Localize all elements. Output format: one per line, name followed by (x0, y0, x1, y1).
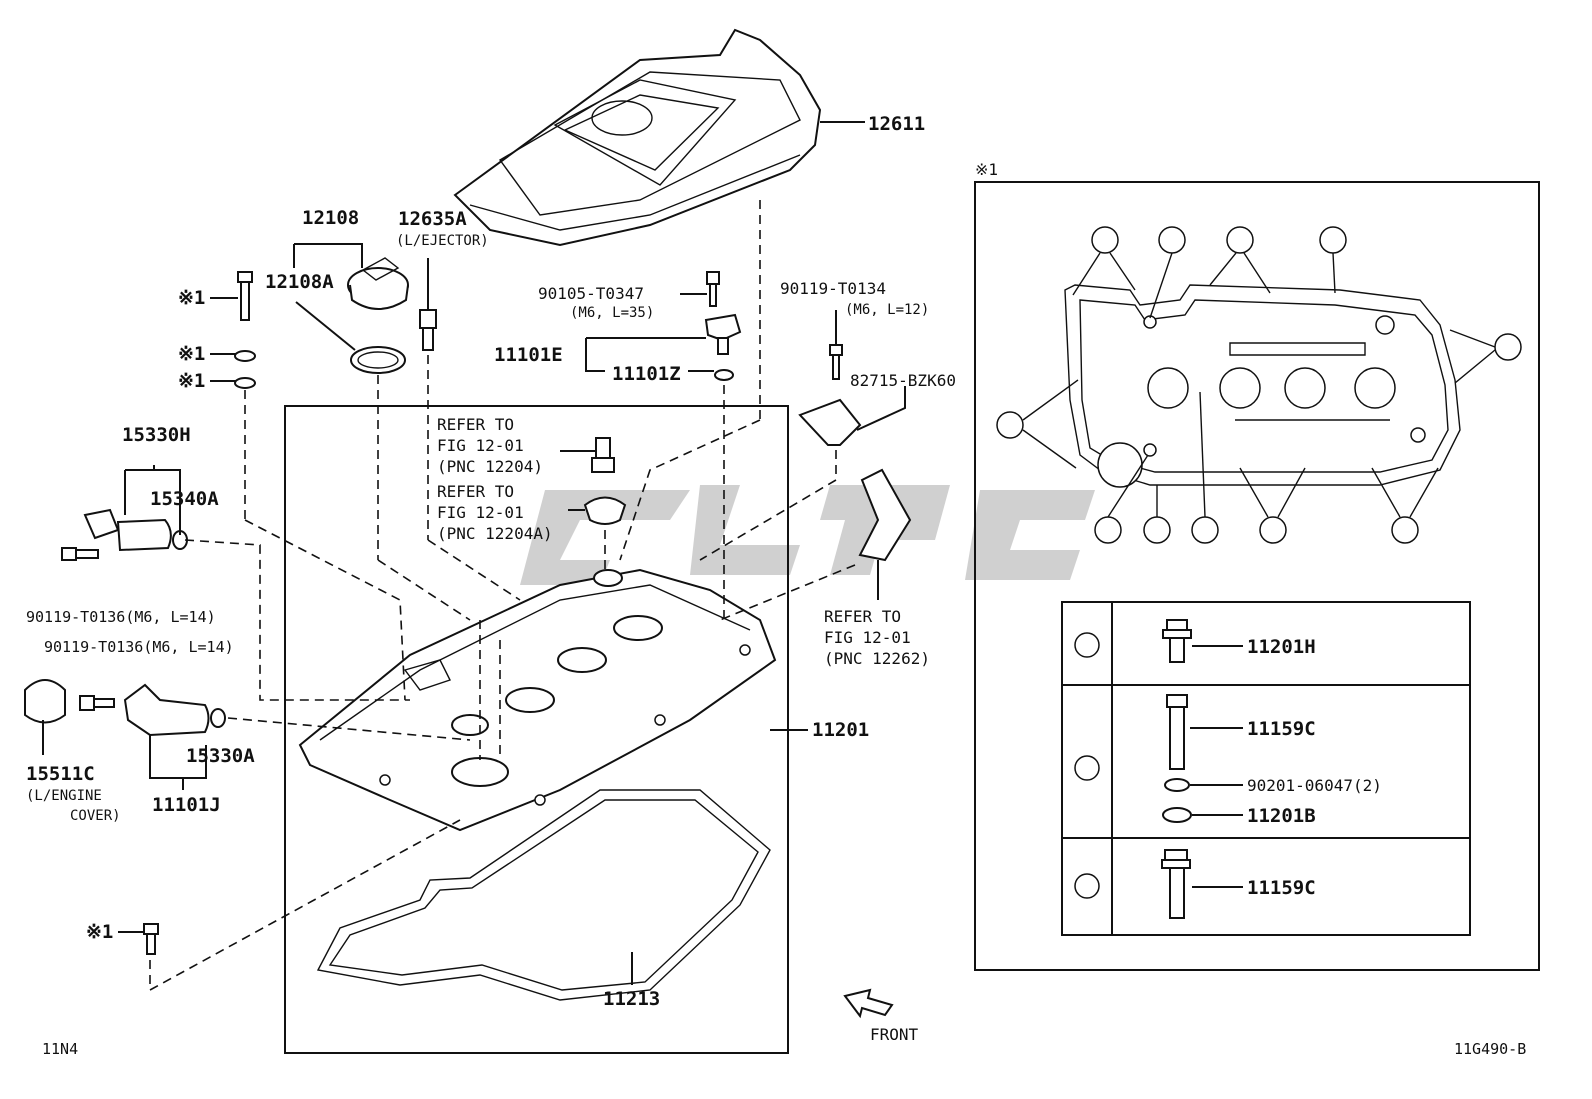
label-15511c: 15511C (26, 763, 95, 785)
label-90105: 90105-T0347 (538, 284, 644, 303)
mark-1c: ※1 (178, 370, 205, 392)
note-90119-t0134: (M6, L=12) (845, 302, 929, 318)
table-part-11201b: 11201B (1247, 805, 1316, 827)
mark-1b: ※1 (178, 343, 205, 365)
cam-sensor-part (704, 271, 742, 381)
oil-cap-part (347, 257, 409, 374)
ref1-line3: (PNC 12204) (437, 457, 543, 476)
cylinder-head-cover-part (298, 568, 777, 832)
label-90119-t0136-b: 90119-T0136(M6, L=14) (44, 638, 234, 656)
label-12635a: 12635A (398, 208, 467, 230)
label-11201: 11201 (812, 719, 869, 741)
inset-panel (974, 181, 1540, 971)
table-part-90201: 90201-06047(2) (1247, 776, 1382, 795)
ocv-lower-part (24, 679, 226, 737)
ref1-line1: REFER TO (437, 415, 514, 434)
label-15340a: 15340A (150, 488, 219, 510)
inset-title: ※1 (975, 160, 998, 179)
ref3-line1: REFER TO (824, 607, 901, 626)
footer-left: 11N4 (42, 1040, 78, 1058)
mark-1d: ※1 (86, 921, 113, 943)
label-15330h: 15330H (122, 424, 191, 446)
bracket-part (798, 344, 862, 446)
table-part-11159c-a: 11159C (1247, 718, 1316, 740)
note-12635a: (L/EJECTOR) (396, 233, 489, 249)
note-15511c-2: COVER) (70, 808, 121, 824)
label-90119-t0134: 90119-T0134 (780, 279, 886, 298)
inset-callouts (996, 226, 1522, 544)
ejector-stud-part (419, 258, 437, 351)
table-part-11159c-b: 11159C (1247, 877, 1316, 899)
assembly-frame (284, 405, 789, 1054)
mark-1a: ※1 (178, 287, 205, 309)
label-15330a: 15330A (186, 745, 255, 767)
ref2-line3: (PNC 12204A) (437, 524, 553, 543)
ref3-line2: FIG 12-01 (824, 628, 911, 647)
label-11213: 11213 (603, 988, 660, 1010)
label-12108: 12108 (302, 207, 359, 229)
label-12611: 12611 (868, 113, 925, 135)
front-arrow-icon (843, 988, 894, 1019)
label-11101j: 11101J (152, 794, 221, 816)
label-12108a: 12108A (265, 271, 334, 293)
ocv-upper-part (61, 508, 188, 561)
engine-cover-part (453, 28, 822, 247)
inset-head-cover-drawing (1064, 284, 1461, 488)
label-90119-t0136-a: 90119-T0136(M6, L=14) (26, 608, 216, 626)
bolt-washer-part (234, 271, 256, 389)
note-90105: (M6, L=35) (570, 305, 654, 321)
note-15511c-1: (L/ENGINE (26, 788, 102, 804)
pcv-valve-part (583, 437, 912, 562)
label-11101z: 11101Z (612, 363, 681, 385)
footer-right: 11G490-B (1454, 1040, 1526, 1058)
gasket-part (316, 789, 771, 1001)
small-bolt-part (143, 923, 159, 955)
ref2-line1: REFER TO (437, 482, 514, 501)
ref2-line2: FIG 12-01 (437, 503, 524, 522)
leader-dashes (149, 200, 856, 992)
ref3-line3: (PNC 12262) (824, 649, 930, 668)
label-82715: 82715-BZK60 (850, 371, 956, 390)
ref1-line2: FIG 12-01 (437, 436, 524, 455)
fastener-table (1061, 601, 1471, 936)
table-part-11201h: 11201H (1247, 636, 1316, 658)
label-front: FRONT (870, 1025, 919, 1044)
label-11101e: 11101E (494, 344, 563, 366)
